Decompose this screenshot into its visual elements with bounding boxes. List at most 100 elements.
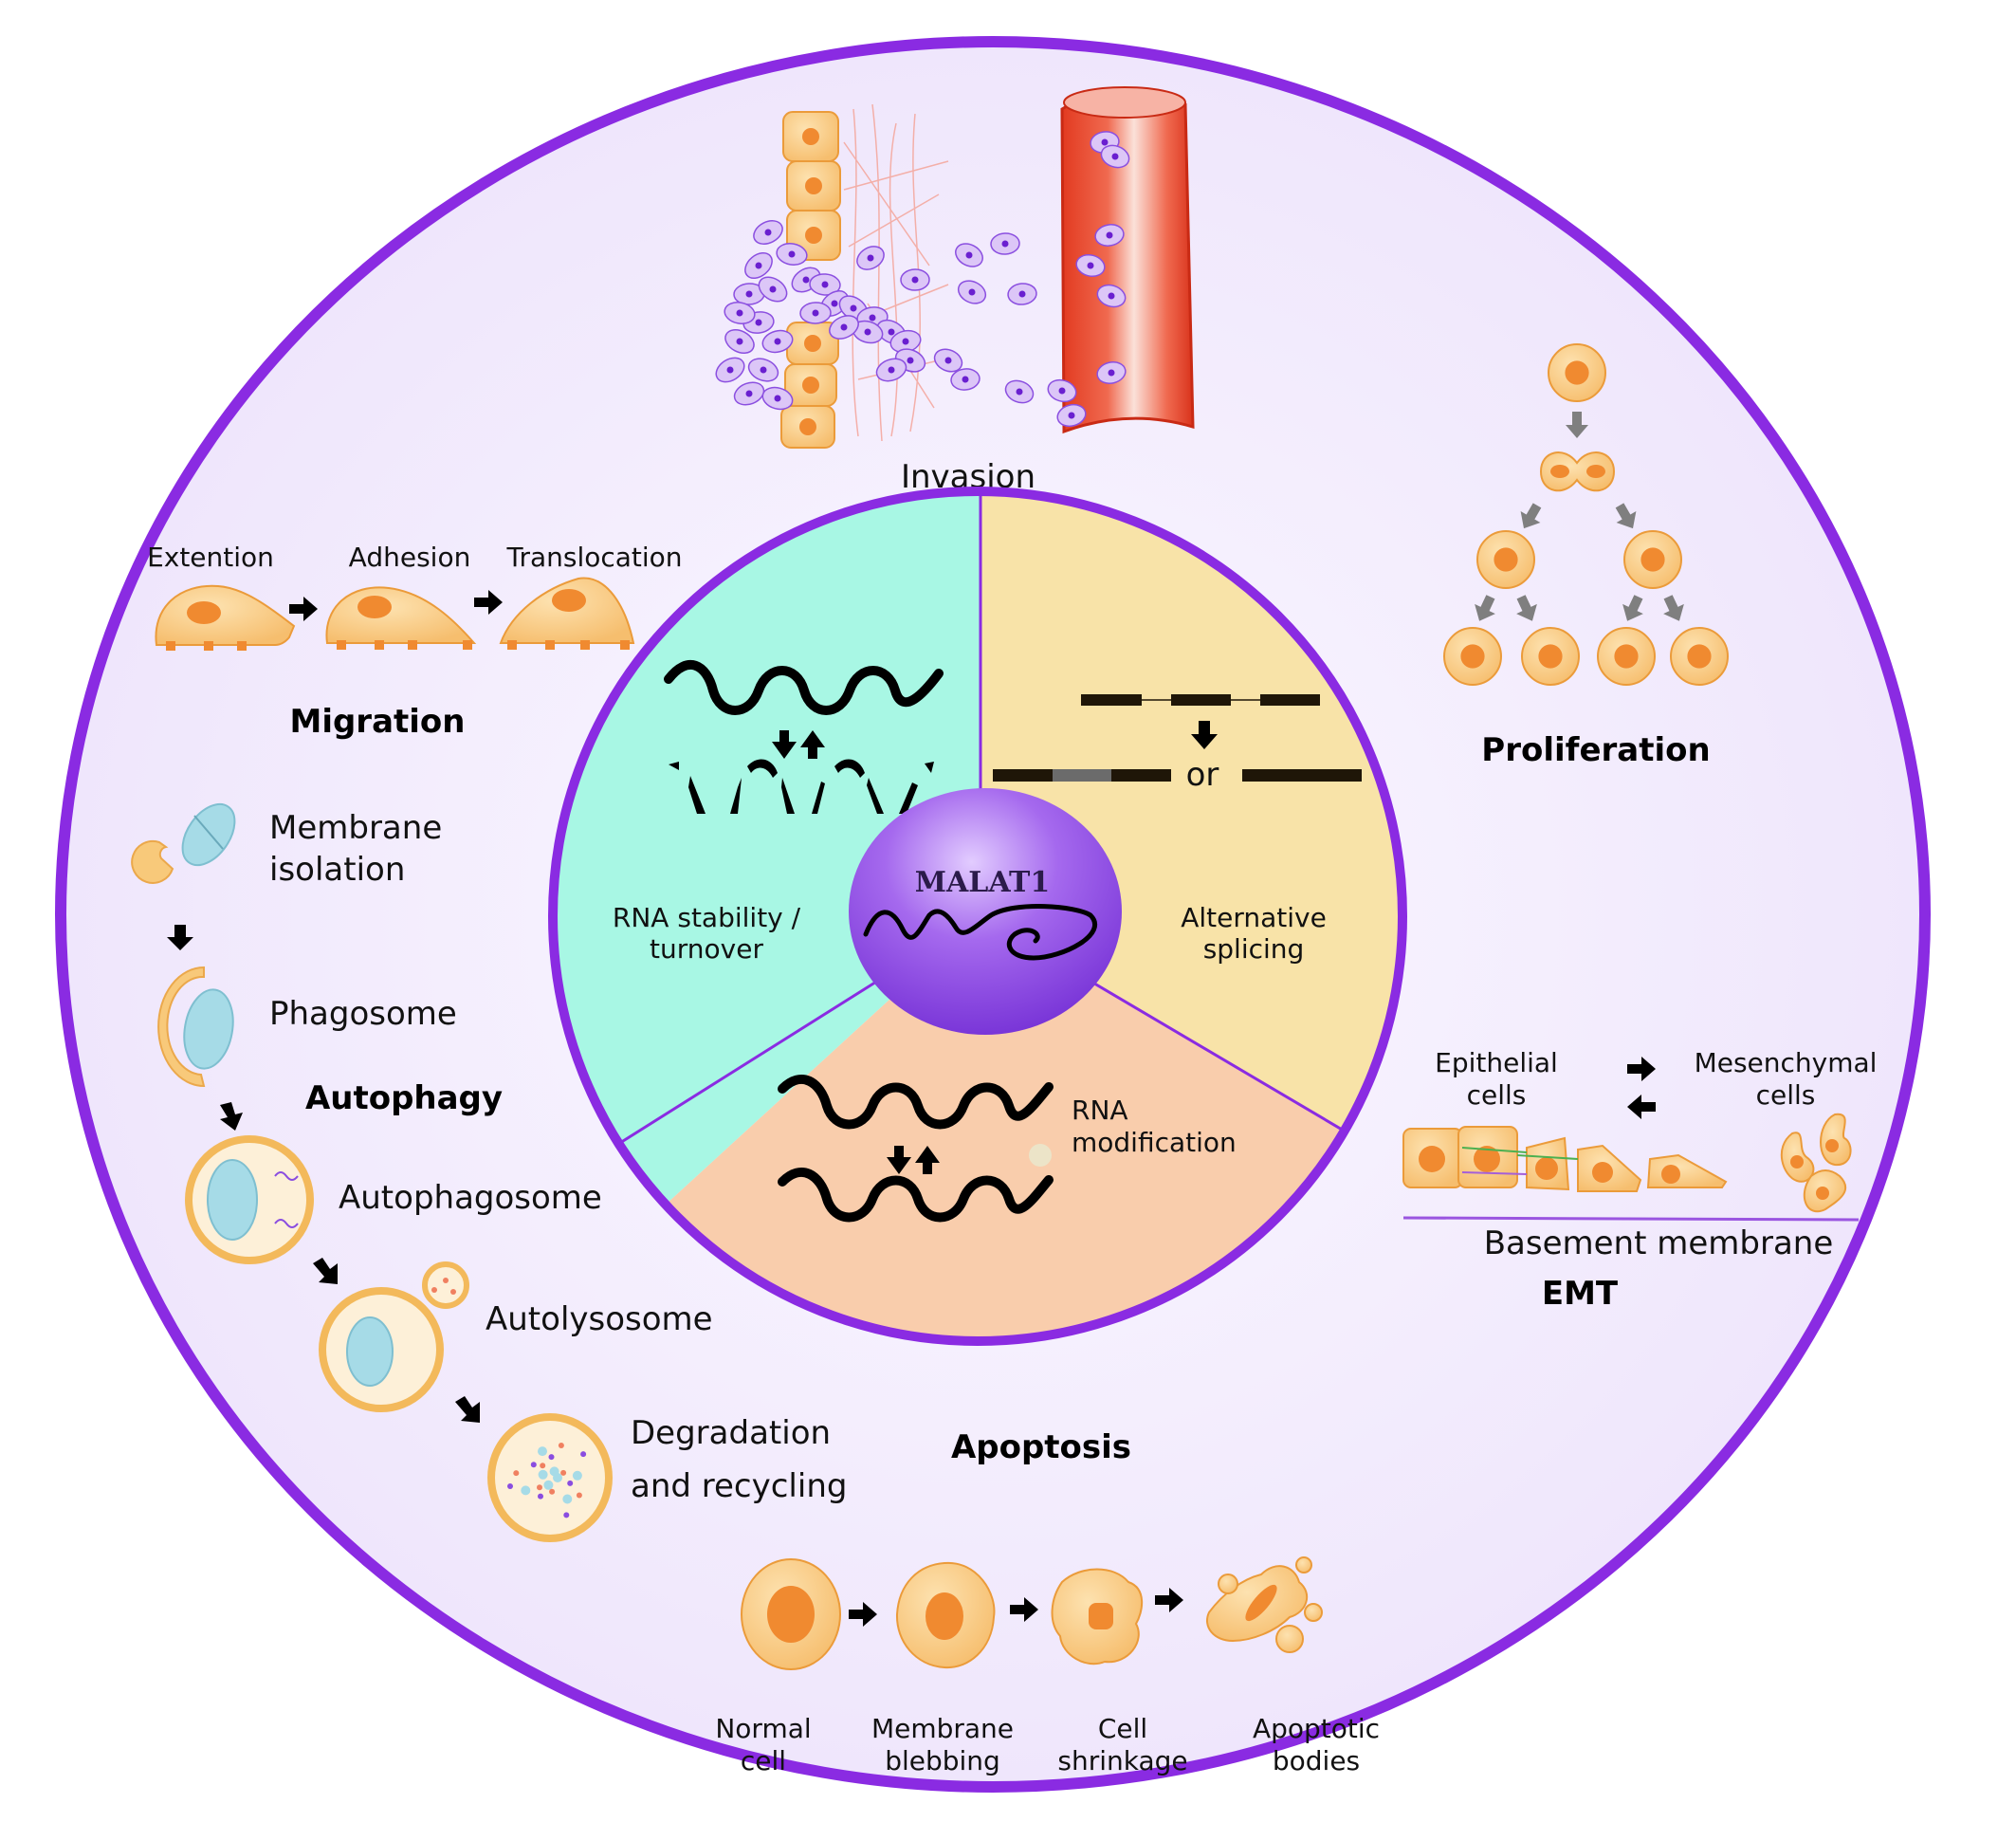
- migrating-cell-translocation: [499, 577, 635, 650]
- tumor-cell-nucleus: [736, 338, 743, 345]
- arrow-icon: [313, 1258, 338, 1284]
- degradation-fragment: [538, 1493, 543, 1500]
- gray-arrow-icon: [1622, 595, 1643, 621]
- apoptosis-step-label: Apoptotic: [1253, 1713, 1380, 1744]
- gray-arrow-icon: [1520, 503, 1542, 529]
- autophagy-step-label: and recycling: [631, 1467, 847, 1505]
- migrating-cell-nucleus: [1087, 262, 1094, 269]
- degradation-fragment: [530, 1462, 537, 1468]
- phagosome-graphic: [157, 966, 234, 1088]
- degradation-fragment: [538, 1446, 547, 1457]
- degradation-fragment: [513, 1470, 520, 1477]
- arrow-icon: [849, 1602, 877, 1627]
- proliferation-title: Proliferation: [1481, 731, 1710, 769]
- sector-label-modification: modification: [1072, 1127, 1237, 1158]
- migrating-cell-nucleus: [1101, 138, 1109, 146]
- migrating-cell-nucleus: [1018, 290, 1026, 298]
- down-arrow-icon: [772, 730, 797, 759]
- degradation-fragment: [572, 1470, 582, 1481]
- degradation-fragment: [538, 1469, 548, 1480]
- degradation-fragment: [549, 1466, 559, 1477]
- epithelial-label: Epithelial: [1435, 1047, 1558, 1078]
- or-label: or: [1186, 756, 1219, 794]
- migrating-cell-nucleus: [965, 251, 973, 259]
- cell-shrinkage-graphic: [1051, 1568, 1144, 1666]
- degradation-fragment: [563, 1512, 570, 1518]
- apoptosis-step-label: blebbing: [885, 1745, 1000, 1776]
- migration-title: Migration: [289, 703, 465, 741]
- degradation-fragment: [580, 1451, 587, 1458]
- tumor-cell-nucleus: [812, 309, 819, 317]
- sector-label-splicing: splicing: [1203, 933, 1305, 965]
- arrow-icon: [1010, 1597, 1038, 1622]
- up-arrow-icon: [915, 1146, 940, 1174]
- degradation-fragment: [576, 1492, 582, 1499]
- degradation-fragment: [548, 1454, 555, 1461]
- tumor-cell-nucleus: [745, 390, 753, 397]
- degradation-graphic: [487, 1413, 613, 1542]
- cell-nucleus: [1565, 360, 1589, 385]
- tumor-cell-nucleus: [888, 328, 895, 336]
- sector-label-stability: RNA stability /: [613, 902, 801, 933]
- autophagy-title: Autophagy: [305, 1079, 503, 1117]
- arrow-icon: [220, 1102, 243, 1131]
- cell-nucleus: [1538, 644, 1563, 669]
- rna-strand-intact: [664, 659, 944, 715]
- tumor-cell-nucleus: [726, 366, 734, 374]
- tumor-cell-nucleus: [902, 338, 909, 345]
- autophagy-step-label: Degradation: [631, 1414, 831, 1452]
- autophagy-step-label: Phagosome: [269, 995, 457, 1033]
- invasion-illustration: [715, 86, 1195, 449]
- migrating-cell-nucleus: [1001, 240, 1009, 248]
- migration-illustration: Extention Adhesion Translocation: [147, 542, 683, 651]
- autophagy-illustration: Membrane isolation Phagosome Autophagoso…: [131, 802, 847, 1542]
- blood-vessel: [1060, 86, 1195, 434]
- gray-arrow-icon: [1566, 412, 1588, 438]
- degradation-fragment: [540, 1463, 546, 1469]
- autophagy-step-label: Autolysosome: [486, 1300, 713, 1338]
- tumor-cell-nucleus: [840, 323, 848, 331]
- up-arrow-icon: [800, 730, 825, 759]
- apoptosis-title: Apoptosis: [951, 1428, 1131, 1466]
- apoptosis-step-label: Normal: [715, 1713, 811, 1744]
- migrating-cell-nucleus: [1016, 388, 1023, 396]
- degradation-fragment: [549, 1488, 556, 1495]
- cell-nucleus: [1460, 644, 1485, 669]
- down-arrow-icon: [887, 1146, 911, 1174]
- autophagy-step-label: Autophagosome: [339, 1179, 602, 1217]
- arrow-icon: [455, 1396, 480, 1423]
- rna-strand-unmodified: [778, 1075, 1054, 1130]
- migrating-cell-nucleus: [1106, 231, 1113, 239]
- mesenchymal-label: Mesenchymal: [1695, 1047, 1878, 1078]
- autophagosome-graphic: [185, 1135, 314, 1264]
- tumor-cell-nucleus: [869, 314, 876, 322]
- migrating-cell-nucleus: [1108, 369, 1115, 377]
- tumor-cell-nucleus: [774, 395, 781, 402]
- autophagy-step-label: isolation: [269, 851, 405, 889]
- inner-ring: [548, 487, 1407, 1346]
- apoptosis-step-label: cell: [741, 1745, 786, 1776]
- down-arrow-icon: [1191, 721, 1218, 749]
- reverse-arrow-icon: [1627, 1095, 1656, 1119]
- sector-label-modification: RNA: [1072, 1095, 1128, 1126]
- normal-cell-graphic: [741, 1558, 841, 1670]
- sector-rna-stability: [553, 491, 981, 1328]
- apoptotic-bodies-graphic: [1206, 1556, 1323, 1653]
- degradation-fragment: [537, 1484, 542, 1491]
- apoptosis-illustration: Normal cell Membrane blebbing Cell shrin…: [715, 1556, 1380, 1776]
- sector-label-stability: turnover: [650, 933, 763, 965]
- spliced-mrna-variants: [993, 769, 1362, 782]
- migrating-cell-extention: [155, 584, 296, 651]
- degradation-fragment: [562, 1494, 573, 1504]
- tumor-cell-nucleus: [760, 366, 767, 374]
- membrane-blebbing-graphic: [895, 1561, 996, 1669]
- tumor-cell-nucleus: [745, 290, 753, 298]
- arrow-icon: [167, 925, 193, 950]
- tumor-cell-nucleus: [769, 285, 777, 293]
- cell-nucleus: [1687, 644, 1712, 669]
- epithelial-to-mesenchymal-cells: [1402, 1126, 1728, 1192]
- cell-nucleus: [1494, 547, 1518, 572]
- tumor-cell-nucleus: [850, 304, 857, 312]
- emt-title: EMT: [1542, 1275, 1619, 1313]
